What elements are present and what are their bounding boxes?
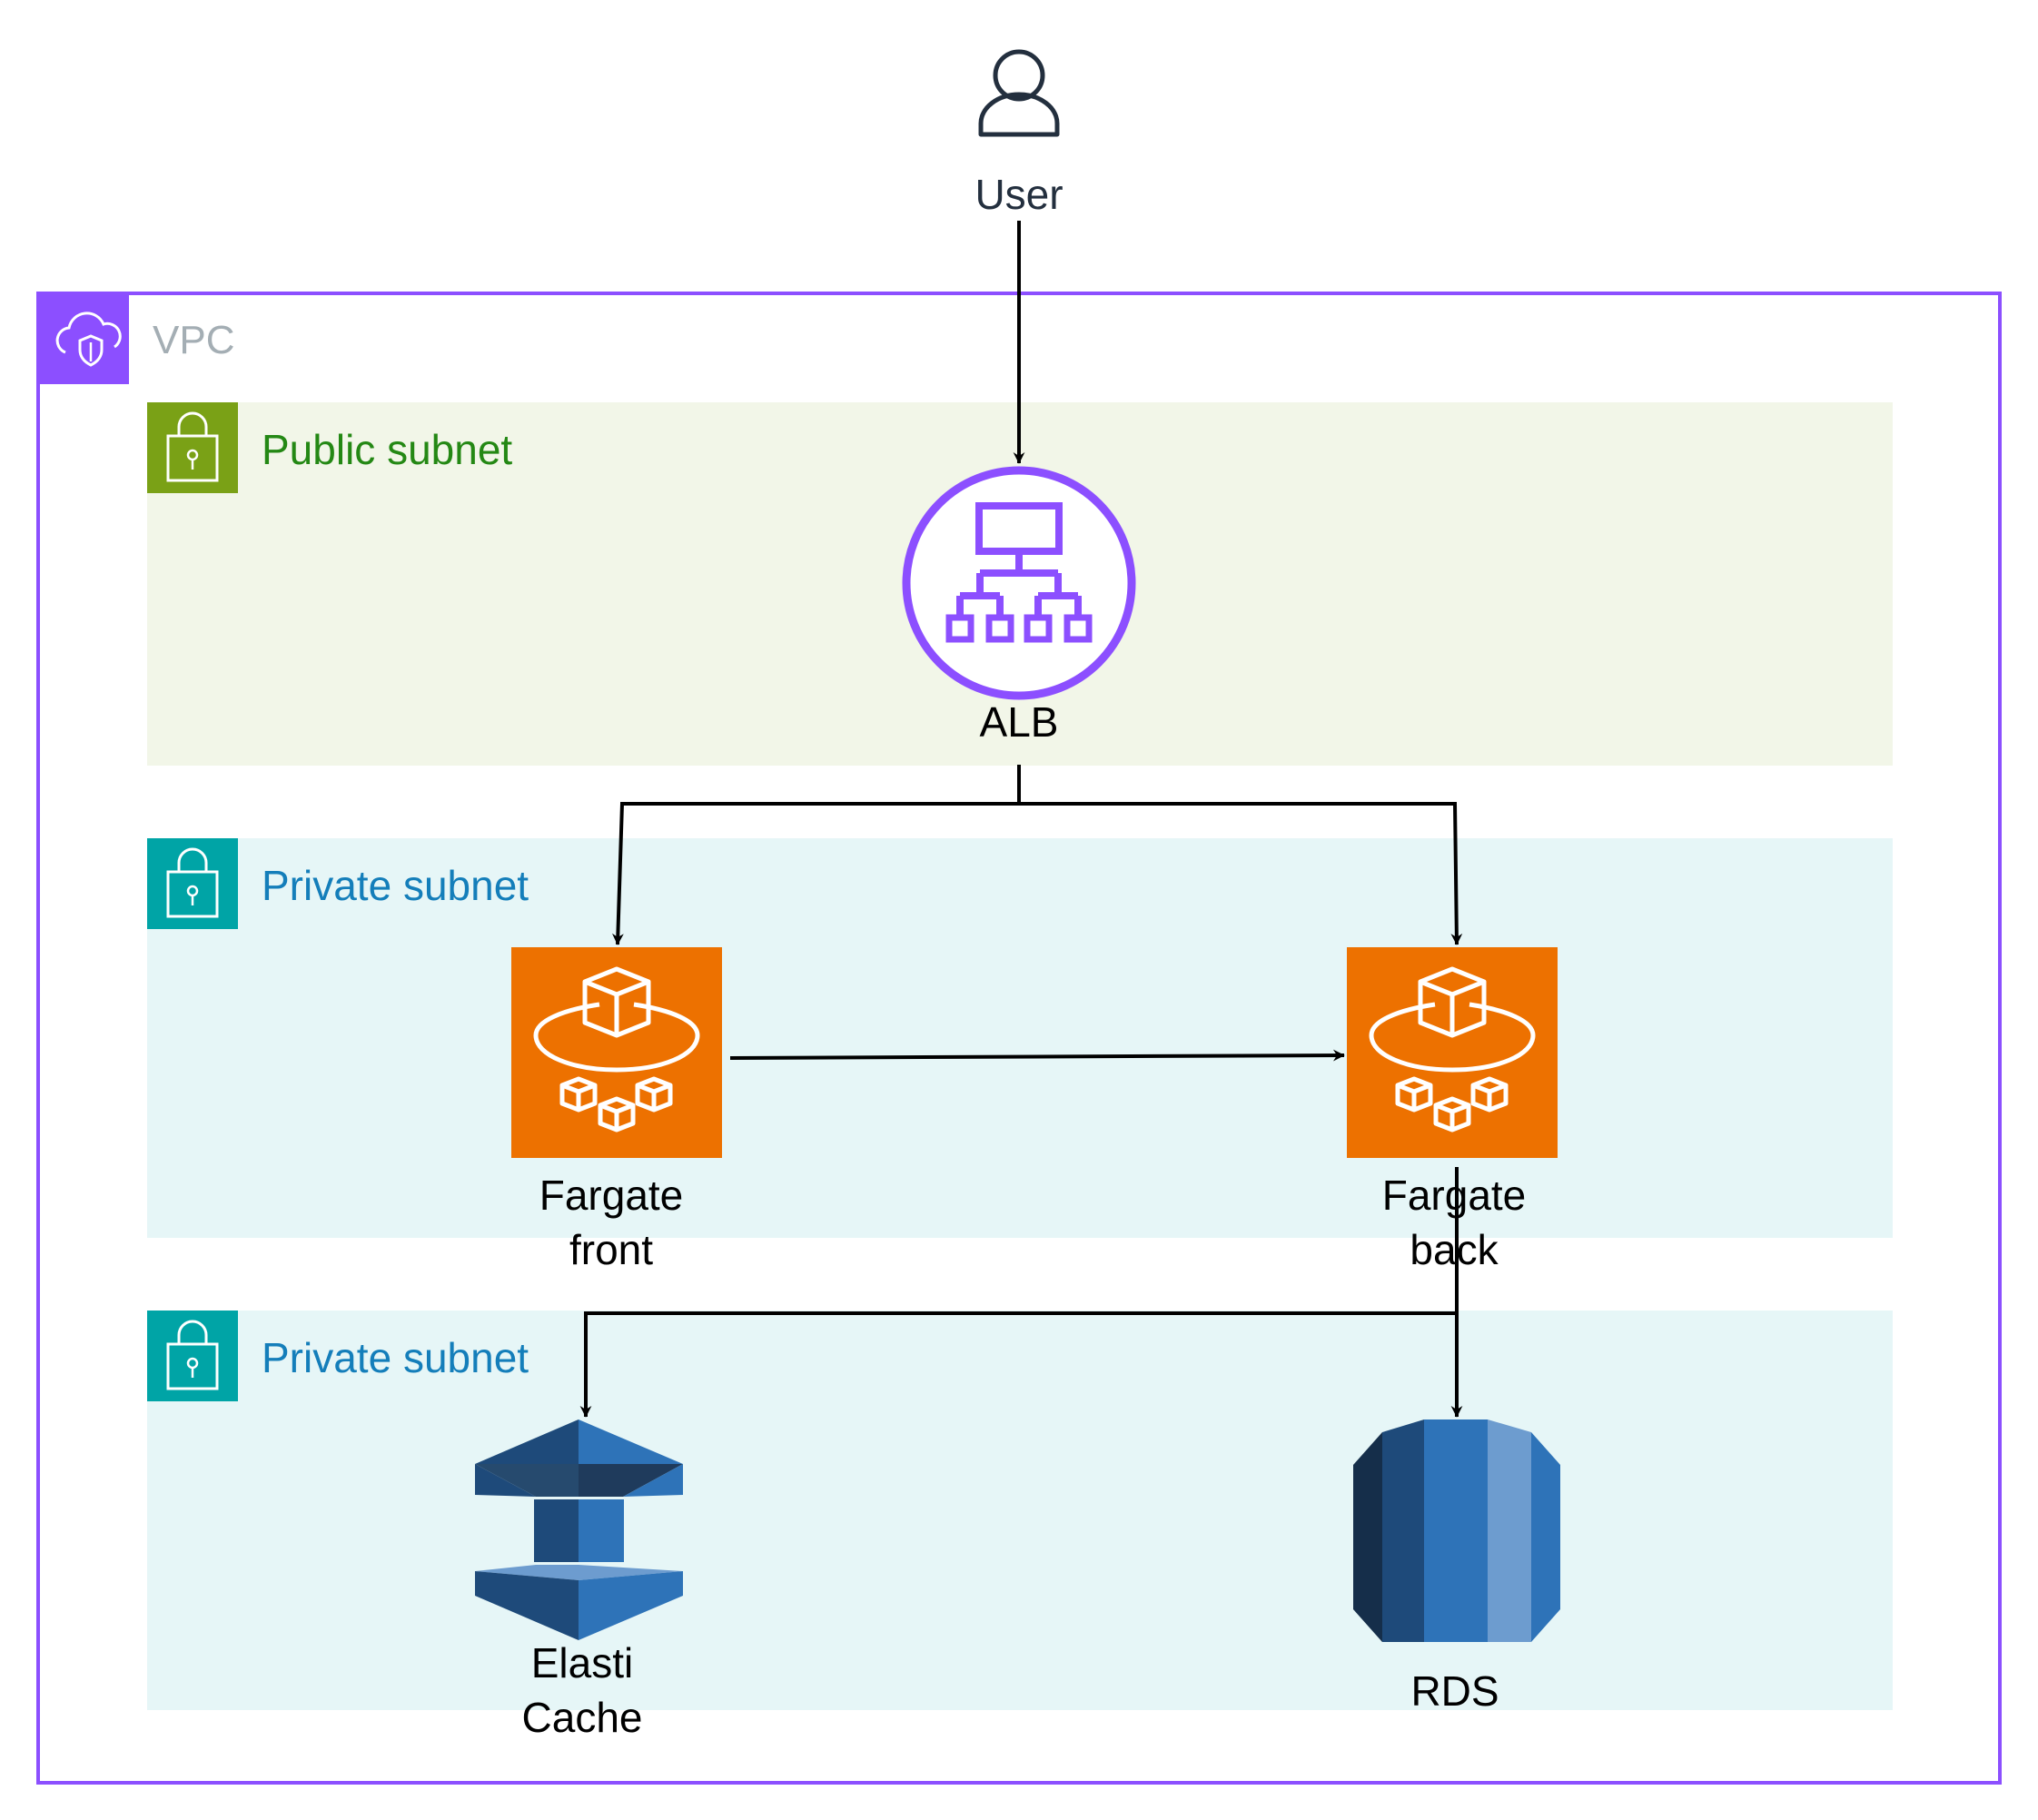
alb-label: ALB: [980, 698, 1059, 746]
private-subnet-2-group: Private subnet: [147, 1311, 1893, 1710]
elasticache-icon: [475, 1419, 683, 1640]
lock-icon: [147, 402, 238, 493]
elasticache-label-line1: Elasti: [531, 1639, 633, 1686]
user-node[interactable]: User: [974, 49, 1064, 218]
user-label: User: [974, 171, 1063, 218]
edge-fargate-front-to-fargate-back: [729, 1049, 1345, 1062]
vpc-label: VPC: [153, 318, 234, 362]
private-subnet-1-label: Private subnet: [262, 862, 529, 909]
private-subnet-1-group: Private subnet: [147, 838, 1893, 1238]
elasticache-label-line2: Cache: [522, 1694, 643, 1741]
edge-fargate-back-to-elasticache: [579, 1167, 1459, 1418]
edge-alb-to-fargate-back: [1019, 802, 1463, 945]
private-subnet-1-area: [147, 838, 1893, 1238]
private-subnet-2-label: Private subnet: [262, 1334, 529, 1381]
public-subnet-label: Public subnet: [262, 426, 512, 473]
fargate-back-node[interactable]: Fargate back: [1347, 947, 1558, 1273]
edges: [579, 221, 1463, 1418]
rds-node[interactable]: RDS: [1353, 1419, 1560, 1715]
user-icon: [978, 49, 1060, 137]
fargate-back-label-line1: Fargate: [1382, 1172, 1527, 1219]
rds-icon: [1353, 1419, 1560, 1642]
fargate-front-label-line1: Fargate: [539, 1172, 684, 1219]
fargate-icon: [511, 947, 722, 1158]
rds-label: RDS: [1410, 1667, 1499, 1715]
lock-icon: [147, 1311, 238, 1401]
fargate-back-label-line2: back: [1410, 1226, 1499, 1273]
lock-icon: [147, 838, 238, 929]
elasticache-node[interactable]: Elasti Cache: [475, 1419, 683, 1741]
load-balancer-icon: [902, 466, 1136, 700]
fargate-front-label-line2: front: [569, 1226, 653, 1273]
fargate-icon: [1347, 947, 1558, 1158]
alb-node[interactable]: ALB: [902, 466, 1136, 746]
fargate-front-node[interactable]: Fargate front: [511, 947, 722, 1273]
vpc-cloud-shield-icon: [38, 293, 129, 384]
edge-alb-to-fargate-front: [611, 765, 1021, 945]
private-subnet-2-area: [147, 1311, 1893, 1710]
